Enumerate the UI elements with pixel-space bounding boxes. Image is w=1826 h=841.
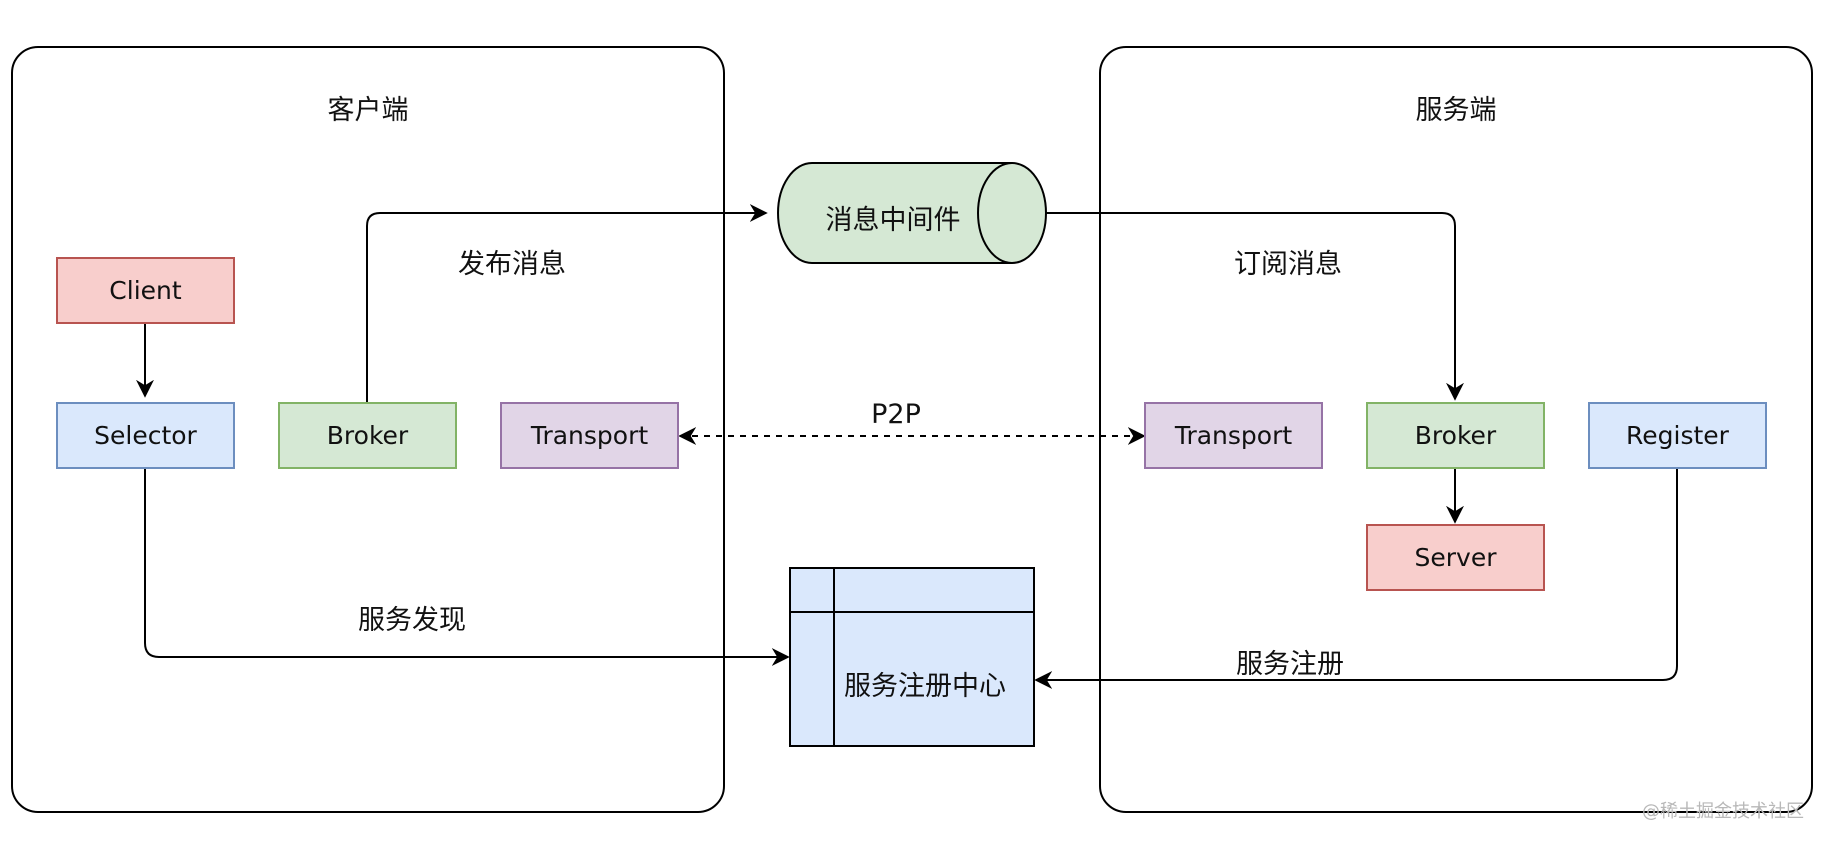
service-registration-arrow [1034, 469, 1678, 689]
publish-message-label: 发布消息 [458, 249, 566, 280]
client-node-label: Client [109, 276, 182, 305]
p2p-label: P2P [871, 399, 921, 430]
registry-center-label: 服务注册中心 [844, 671, 1006, 702]
service-registration-label: 服务注册 [1236, 649, 1344, 680]
subscribe-message-arrow [1046, 212, 1464, 401]
subscribe-message-label: 订阅消息 [1234, 249, 1342, 280]
service-discovery-arrow [144, 469, 790, 666]
client-side-title: 客户端 [327, 95, 409, 126]
publish-message-arrow [366, 204, 768, 403]
server-node: Server [1366, 524, 1545, 591]
server-transport-node: Transport [1144, 402, 1323, 469]
message-middleware-label: 消息中间件 [825, 205, 961, 236]
client-transport-node: Transport [500, 402, 679, 469]
client-broker-node: Broker [278, 402, 457, 469]
server-broker-node: Broker [1366, 402, 1545, 469]
watermark: @稀土掘金技术社区 [1642, 801, 1804, 822]
service-discovery-label: 服务发现 [358, 605, 466, 636]
client-transport-node-label: Transport [530, 421, 649, 450]
selector-node-label: Selector [94, 421, 197, 450]
server-side-title: 服务端 [1415, 95, 1497, 126]
server-broker-node-label: Broker [1414, 421, 1497, 450]
server-node-label: Server [1414, 543, 1497, 572]
client-broker-node-label: Broker [326, 421, 409, 450]
message-middleware-cylinder [777, 162, 1047, 264]
register-node: Register [1588, 402, 1767, 469]
register-node-label: Register [1626, 421, 1729, 450]
registry-center-shape [789, 567, 1035, 747]
selector-node: Selector [56, 402, 235, 469]
server-transport-node-label: Transport [1174, 421, 1293, 450]
client-node: Client [56, 257, 235, 324]
